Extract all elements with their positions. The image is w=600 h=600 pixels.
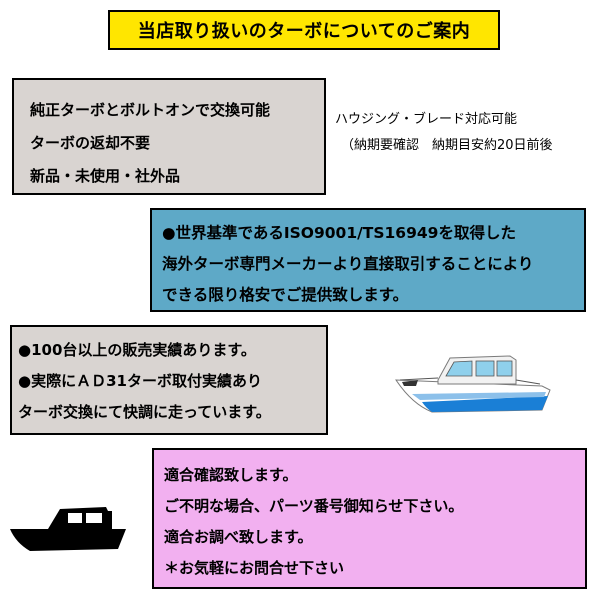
contact-line-lookup: 適合お調べ致します。 xyxy=(164,528,313,546)
contact-line-part-number: ご不明な場合、パーツ番号御知らせ下さい。 xyxy=(164,497,464,515)
side-note: ハウジング・ブレード対応可能 （納期要確認 納期目安約20日前後 xyxy=(335,107,553,159)
feature-line-no-return: ターボの返却不要 xyxy=(30,134,151,152)
track-record-line-running: ターボ交換にて快調に走っています。 xyxy=(18,403,271,421)
side-note-line-housing: ハウジング・ブレード対応可能 xyxy=(335,112,518,127)
features-box: 純正ターボとボルトオンで交換可能 ターボの返却不要 新品・未使用・社外品 xyxy=(12,78,326,195)
track-record-line-sales: ●100台以上の販売実績あります。 xyxy=(18,341,256,359)
certification-box: ●世界基準であるISO9001/TS16949を取得した 海外ターボ専門メーカー… xyxy=(150,208,586,312)
track-record-line-ad31: ●実際にＡＤ31ターボ取付実績あり xyxy=(18,372,262,390)
contact-line-inquiry: ＊お気軽にお問合せ下さい xyxy=(164,559,345,577)
feature-line-bolt-on: 純正ターボとボルトオンで交換可能 xyxy=(30,101,271,119)
side-note-line-delivery: （納期要確認 納期目安約20日前後 xyxy=(341,138,553,153)
page-title: 当店取り扱いのターボについてのご案内 xyxy=(108,10,500,50)
contact-box: 適合確認致します。 ご不明な場合、パーツ番号御知らせ下さい。 適合お調べ致します… xyxy=(152,448,587,589)
feature-line-new-item: 新品・未使用・社外品 xyxy=(30,167,181,185)
track-record-box: ●100台以上の販売実績あります。 ●実際にＡＤ31ターボ取付実績あり ターボ交… xyxy=(10,325,328,435)
certification-line-direct: 海外ターボ専門メーカーより直接取引することにより xyxy=(162,255,534,273)
certification-line-iso: ●世界基準であるISO9001/TS16949を取得した xyxy=(162,224,516,242)
motor-boat-illustration xyxy=(395,355,551,413)
contact-line-fit-check: 適合確認致します。 xyxy=(164,466,298,484)
certification-line-price: できる限り格安でご提供致します。 xyxy=(162,286,409,304)
boat-silhouette xyxy=(10,507,126,551)
